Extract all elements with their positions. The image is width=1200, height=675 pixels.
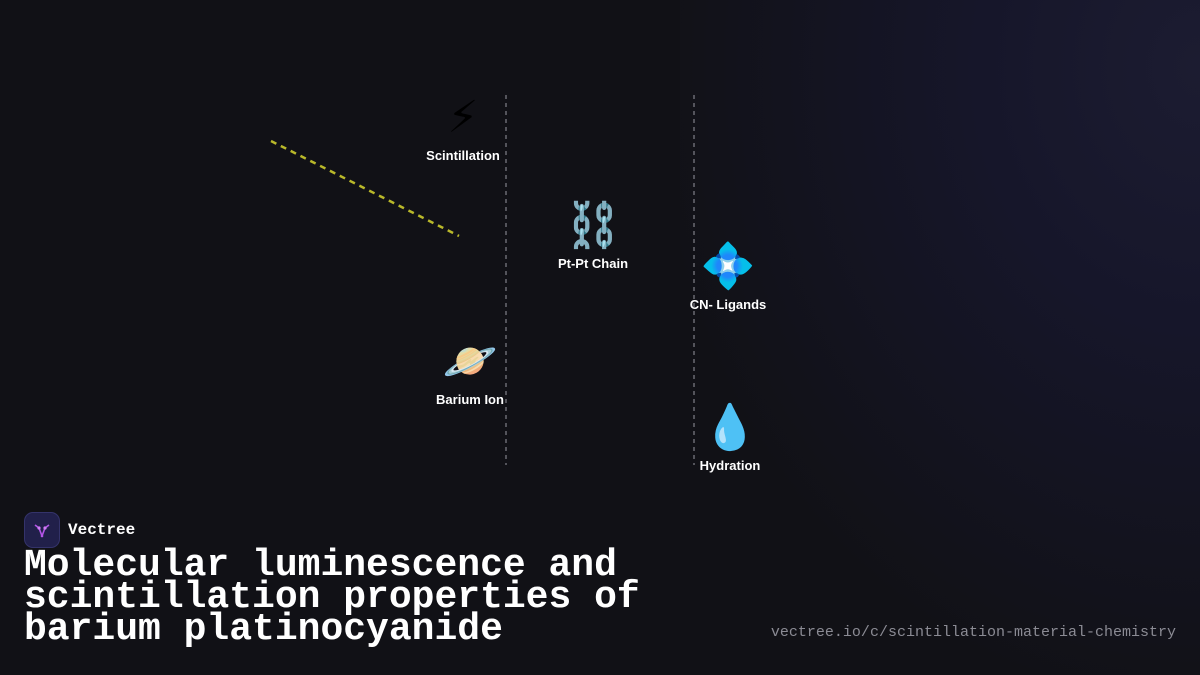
node-barium-ion: 🪐 Barium Ion (400, 336, 540, 407)
chain-icon: ⛓️ (565, 200, 621, 251)
node-label: CN- Ligands (689, 297, 767, 312)
node-pt-pt-chain: ⛓️ Pt-Pt Chain (523, 200, 663, 271)
node-cn-ligands: 💠 CN- Ligands (658, 241, 798, 312)
droplet-icon: 💧 (702, 402, 758, 453)
brand[interactable]: Vectree (24, 512, 135, 548)
lightning-icon: ⚡ (447, 92, 479, 143)
node-scintillation: ⚡ Scintillation (393, 92, 533, 163)
planet-icon: 🪐 (442, 336, 498, 387)
page-title: Molecular luminescence and scintillation… (24, 544, 640, 651)
source-url[interactable]: vectree.io/c/scintillation-material-chem… (770, 624, 1176, 641)
diamond-icon: 💠 (700, 241, 756, 292)
scintillation-connector (270, 139, 460, 238)
node-label: Pt-Pt Chain (557, 256, 629, 271)
background-glow (680, 0, 1200, 675)
node-hydration: 💧 Hydration (660, 402, 800, 473)
brand-name: Vectree (68, 521, 136, 539)
node-label: Hydration (699, 458, 761, 473)
node-label: Scintillation (426, 148, 500, 163)
vectree-logo-icon (24, 512, 60, 548)
node-label: Barium Ion (436, 392, 504, 407)
